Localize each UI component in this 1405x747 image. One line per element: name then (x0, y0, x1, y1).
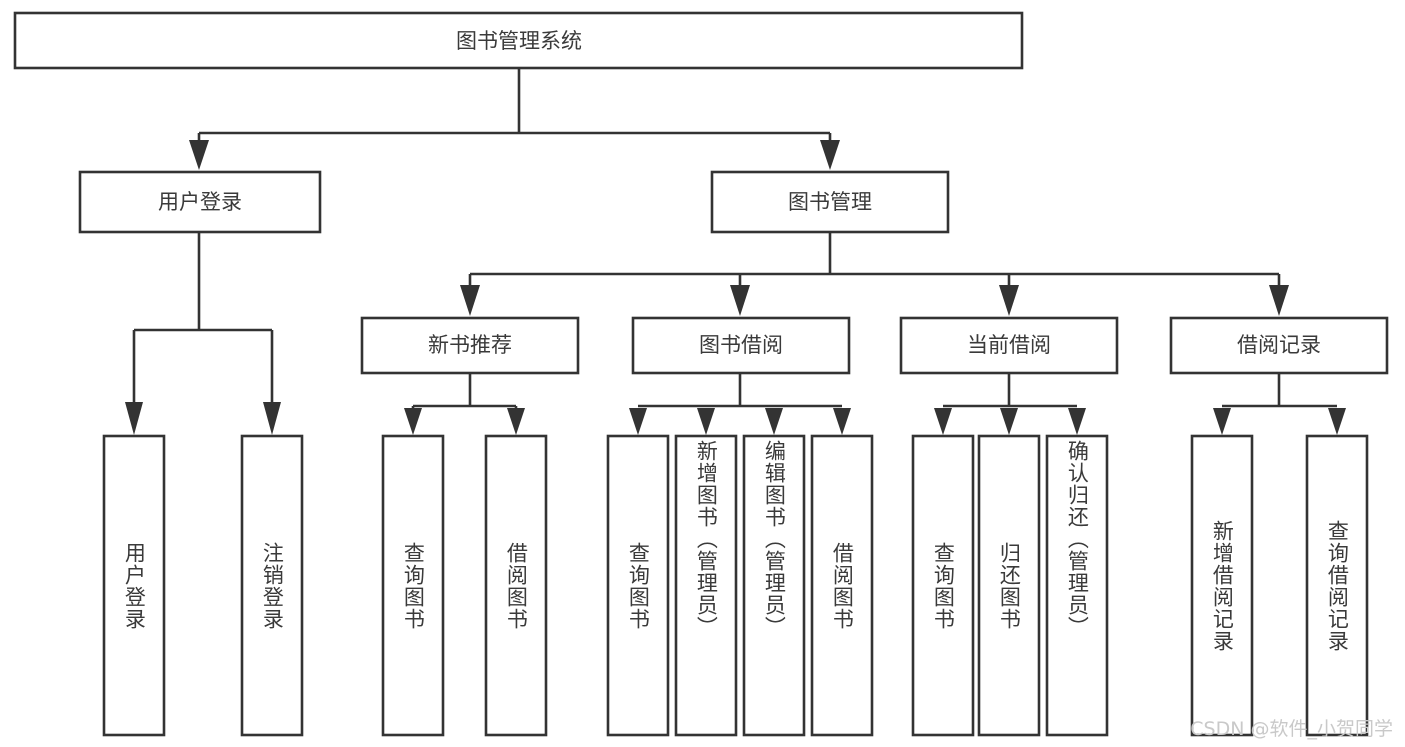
arrow-root-to-bookmgmt (820, 140, 840, 170)
leaf-box-new-book-0[interactable] (381, 434, 445, 737)
node-book-management-box[interactable] (710, 170, 950, 234)
arrow-newbook-leaf-2 (507, 408, 525, 435)
arrow-bookmgmt-to-current (999, 285, 1019, 316)
leaf-box-new-book-1[interactable] (484, 434, 548, 737)
node-current-borrow-box[interactable] (899, 316, 1119, 375)
leaf-box-current-borrow-2[interactable] (1045, 434, 1109, 737)
node-book-borrow-box[interactable] (631, 316, 851, 375)
node-book-management-label: 图书管理 (788, 190, 872, 214)
node-root[interactable]: 图书管理系统 (13, 11, 1024, 70)
node-new-book-recommend-box[interactable] (360, 316, 580, 375)
leaf-box-user-login-0[interactable] (102, 434, 166, 737)
arrow-bookmgmt-to-borrow (730, 285, 750, 316)
node-root-label: 图书管理系统 (456, 29, 582, 53)
arrow-bookmgmt-to-newbook (460, 285, 480, 316)
node-current-borrow[interactable]: 当前借阅 (899, 316, 1119, 375)
leaf-box-book-borrow-2[interactable] (742, 434, 806, 737)
arrow-newbook-leaf-1 (404, 408, 422, 435)
arrow-current-leaf-2 (1000, 408, 1018, 435)
connector-group-record (1213, 373, 1346, 435)
connector-group-current (934, 373, 1086, 435)
node-user-login-label: 用户登录 (158, 190, 242, 214)
watermark: CSDN @软件_小贺同学 (1190, 718, 1393, 740)
arrow-userlogin-leaf-2 (263, 402, 281, 435)
connector-group-userlogin (125, 232, 281, 435)
leaf-box-book-borrow-3[interactable] (810, 434, 874, 737)
node-root-box[interactable] (13, 11, 1024, 70)
leaf-box-book-borrow-0[interactable] (606, 434, 670, 737)
node-current-borrow-label: 当前借阅 (967, 333, 1051, 357)
arrow-borrow-leaf-2 (697, 408, 715, 435)
node-book-borrow[interactable]: 图书借阅 (631, 316, 851, 375)
connector-group-newbook (404, 373, 525, 435)
arrow-record-leaf-1 (1213, 408, 1231, 435)
arrow-borrow-leaf-3 (765, 408, 783, 435)
leaf-box-book-borrow-1[interactable] (674, 434, 738, 737)
leaf-box-current-borrow-0[interactable] (911, 434, 975, 737)
leaf-box-borrow-record-0[interactable] (1190, 434, 1254, 737)
arrow-bookmgmt-to-record (1269, 285, 1289, 316)
arrow-record-leaf-2 (1328, 408, 1346, 435)
arrow-current-leaf-3 (1068, 408, 1086, 435)
node-user-login-box[interactable] (78, 170, 322, 234)
arrow-borrow-leaf-4 (833, 408, 851, 435)
arrow-root-to-userlogin (189, 140, 209, 170)
connector-group-bookmgmt (460, 232, 1289, 316)
node-new-book-recommend-label: 新书推荐 (428, 333, 512, 357)
node-book-borrow-label: 图书借阅 (699, 333, 783, 357)
arrow-userlogin-leaf-1 (125, 402, 143, 435)
leaf-box-current-borrow-1[interactable] (977, 434, 1041, 737)
leaf-box-borrow-record-1[interactable] (1305, 434, 1369, 737)
connector-group-root (189, 68, 840, 170)
node-borrow-record-label: 借阅记录 (1237, 333, 1321, 357)
node-borrow-record-box[interactable] (1169, 316, 1389, 375)
arrow-borrow-leaf-1 (629, 408, 647, 435)
node-new-book-recommend[interactable]: 新书推荐 (360, 316, 580, 375)
node-user-login[interactable]: 用户登录 (78, 170, 322, 234)
node-book-management[interactable]: 图书管理 (710, 170, 950, 234)
connector-group-borrow (629, 373, 851, 435)
leaf-box-user-login-1[interactable] (240, 434, 304, 737)
node-borrow-record[interactable]: 借阅记录 (1169, 316, 1389, 375)
arrow-current-leaf-1 (934, 408, 952, 435)
